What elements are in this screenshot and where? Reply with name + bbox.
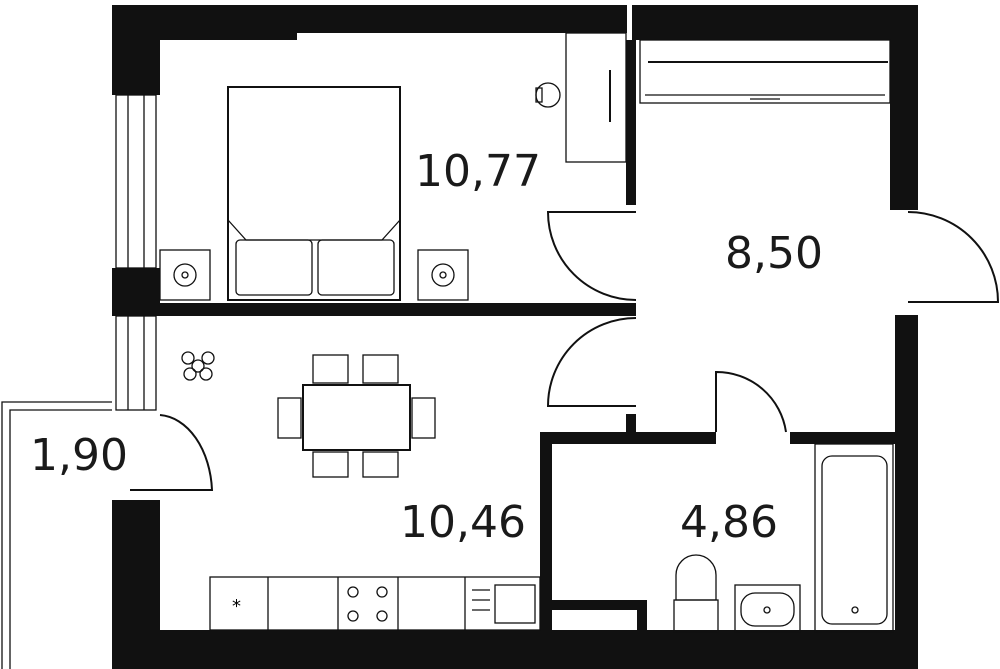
bedroom-area-label: 10,77 (415, 146, 541, 197)
bed (227, 86, 401, 301)
plant-icon (181, 351, 215, 381)
living-area-label: 10,46 (400, 497, 526, 548)
nightstands (159, 249, 469, 301)
bathroom-area-label: 4,86 (680, 497, 778, 548)
sink (734, 584, 801, 633)
balcony (1, 401, 112, 669)
desk (535, 32, 627, 163)
doors (130, 211, 1000, 491)
dining-table (277, 354, 436, 478)
windows (115, 94, 157, 411)
bathtub (814, 443, 894, 633)
wardrobe (639, 39, 891, 104)
svg-text:*: * (232, 596, 241, 617)
toilet (673, 554, 719, 633)
walls (112, 5, 918, 669)
balcony-area-label: 1,90 (30, 430, 128, 481)
kitchen-counter: * (209, 576, 541, 631)
hallway-area-label: 8,50 (725, 228, 823, 279)
